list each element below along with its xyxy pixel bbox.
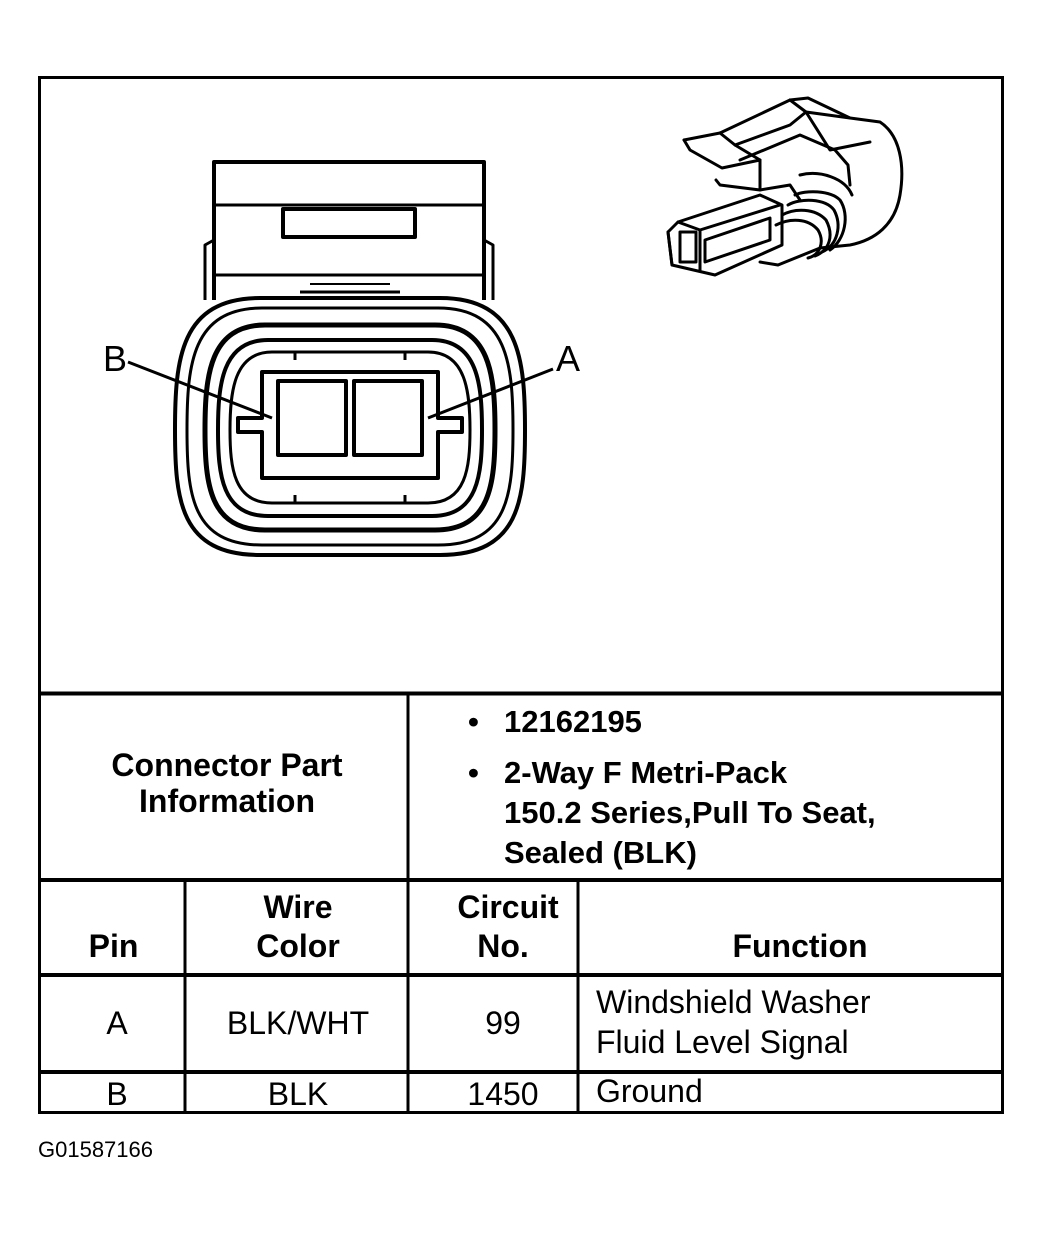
part-info-label: Connector Part Information <box>111 747 343 819</box>
connector-body-outline <box>173 296 527 557</box>
header-wire-color-line-2: Color <box>256 928 340 964</box>
terminal-cavity <box>236 370 464 480</box>
part-description-text-2: 150.2 Series,Pull To Seat, <box>504 795 876 830</box>
row-a-function-line-1: Windshield Washer <box>596 984 871 1020</box>
table-grid <box>39 691 1003 1112</box>
header-wire-color-line-1: Wire <box>263 889 333 925</box>
part-number: 12162195 <box>504 704 642 739</box>
latch-window <box>281 207 417 239</box>
part-description-bullet: • 2-Way F Metri-Pack <box>468 753 787 793</box>
terminal-a <box>352 379 424 457</box>
latch-housing <box>212 160 486 300</box>
bullet-icon: • <box>468 704 479 739</box>
terminal-b <box>276 379 348 457</box>
row-a-function-line-2: Fluid Level Signal <box>596 1024 849 1060</box>
connector-face-view <box>127 160 554 557</box>
row-a-wire-color: BLK/WHT <box>226 1005 370 1041</box>
row-b-function: Ground <box>596 1073 703 1109</box>
row-a-circuit: 99 <box>485 1005 521 1041</box>
header-circuit-line-1: Circuit <box>457 889 559 925</box>
row-a-pin: A <box>106 1005 128 1041</box>
figure-id: G01587166 <box>38 1137 153 1162</box>
bullet-icon: • <box>468 755 479 790</box>
pin-label-a: A <box>556 338 581 379</box>
header-circuit-line-2: No. <box>477 928 529 964</box>
leader-line-b <box>127 360 273 420</box>
row-b-wire-color: BLK <box>267 1076 329 1112</box>
row-b-circuit: 1450 <box>467 1076 539 1112</box>
pin-label-b: B <box>103 338 128 379</box>
part-number-bullet: • 12162195 <box>468 702 642 742</box>
header-function: Function <box>732 928 868 964</box>
seal-ring <box>202 322 498 533</box>
part-description-line-1: 2-Way F Metri-Pack <box>504 755 788 790</box>
connector-isometric-view <box>666 96 904 277</box>
part-description-text-3: Sealed (BLK) <box>504 835 697 870</box>
header-pin: Pin <box>88 928 139 964</box>
leader-line-a <box>427 367 554 420</box>
row-b-pin: B <box>106 1076 128 1112</box>
outer-frame <box>38 76 1004 1114</box>
